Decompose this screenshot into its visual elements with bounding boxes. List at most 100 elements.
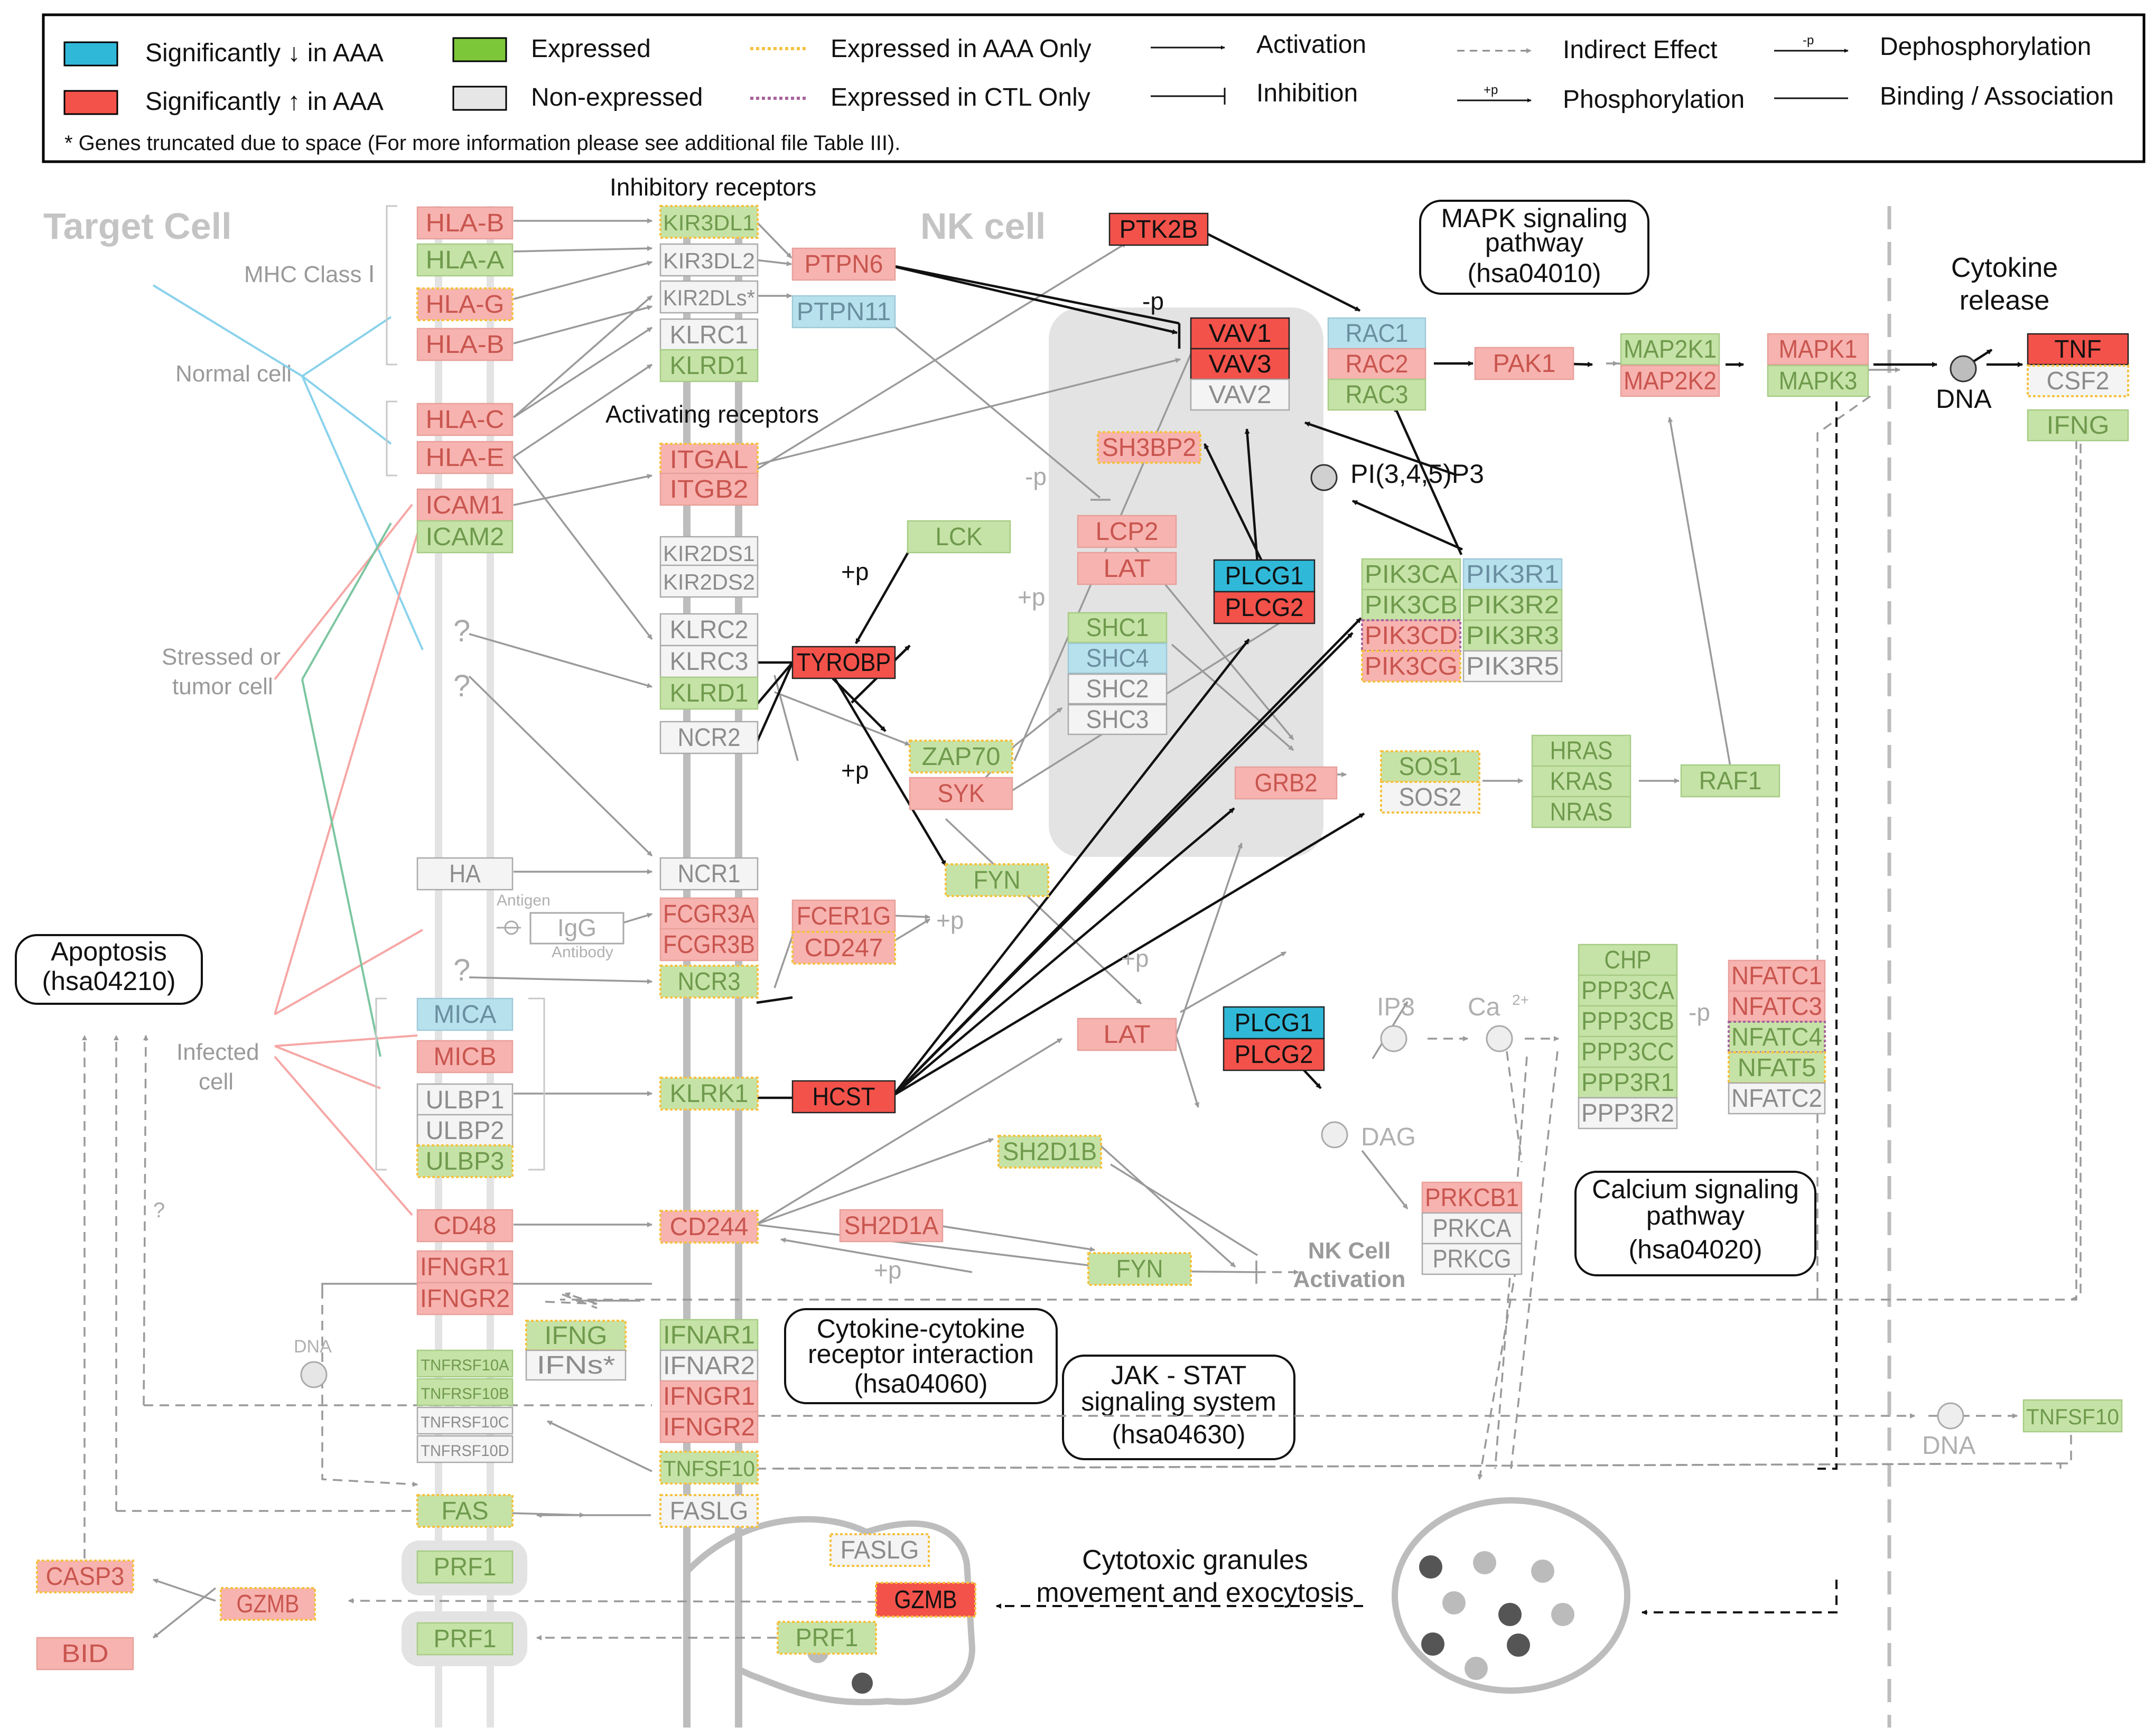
- gene-node-tnfrsf10d[interactable]: TNFRSF10D: [416, 1435, 514, 1463]
- gene-node-vav2[interactable]: VAV2: [1190, 378, 1290, 411]
- gene-node-sh2d1b[interactable]: SH2D1B: [997, 1135, 1102, 1169]
- gene-node-nfatc4[interactable]: NFATC4: [1728, 1021, 1826, 1053]
- gene-node-klrc3[interactable]: KLRC3: [659, 645, 759, 678]
- gene-node-sos2[interactable]: SOS2: [1380, 781, 1480, 814]
- gene-node-pik3cg[interactable]: PIK3CG: [1361, 650, 1461, 683]
- gene-node-ifngr2[interactable]: IFNGR2: [659, 1411, 759, 1443]
- gene-node-pik3r5[interactable]: PIK3R5: [1462, 650, 1563, 683]
- gene-node-ppp3r1[interactable]: PPP3R1: [1578, 1066, 1678, 1099]
- gene-node-prkca[interactable]: PRKCA: [1421, 1212, 1523, 1245]
- gene-node-tnfsf10[interactable]: TNFSF10: [2022, 1399, 2123, 1433]
- gene-node-hla-b[interactable]: HLA-B: [416, 206, 514, 240]
- mapk-pathway-box[interactable]: [1419, 200, 1649, 295]
- gene-node-itgb2[interactable]: ITGB2: [659, 472, 759, 506]
- gene-node-lck[interactable]: LCK: [907, 520, 1011, 554]
- gene-node-shc3[interactable]: SHC3: [1067, 704, 1168, 735]
- gene-node-fas[interactable]: FAS: [416, 1494, 514, 1528]
- gene-node-ifng[interactable]: IFNG: [525, 1320, 627, 1351]
- gene-node-ifngr2[interactable]: IFNGR2: [416, 1282, 514, 1315]
- gene-node-ncr3[interactable]: NCR3: [659, 965, 759, 998]
- gene-node-mapk3[interactable]: MAPK3: [1767, 365, 1869, 397]
- gene-node-klrc1[interactable]: KLRC1: [659, 318, 759, 352]
- gene-node-klrc2[interactable]: KLRC2: [659, 613, 759, 647]
- gene-node-shc1[interactable]: SHC1: [1067, 612, 1168, 643]
- gene-node-klrd1[interactable]: KLRD1: [659, 349, 759, 382]
- gene-node-klrk1[interactable]: KLRK1: [659, 1077, 759, 1110]
- gene-node-kir2dls-[interactable]: KIR2DLs*: [659, 280, 759, 314]
- gene-node-kir3dl2[interactable]: KIR3DL2: [659, 243, 759, 277]
- gene-node-ulbp3[interactable]: ULBP3: [416, 1144, 514, 1178]
- gene-node-ha[interactable]: HA: [416, 857, 514, 891]
- gene-node-nras[interactable]: NRAS: [1531, 796, 1631, 828]
- gene-node-lat[interactable]: LAT: [1077, 552, 1177, 585]
- gene-node-pak1[interactable]: PAK1: [1474, 347, 1574, 380]
- gene-node-plcg1[interactable]: PLCG1: [1223, 1006, 1325, 1040]
- gene-node-raf1[interactable]: RAF1: [1680, 764, 1780, 798]
- gene-node-fyn[interactable]: FYN: [945, 863, 1049, 897]
- gene-node-nfatc3[interactable]: NFATC3: [1728, 990, 1826, 1023]
- gene-node-pik3cd[interactable]: PIK3CD: [1361, 619, 1461, 652]
- gene-node-ncr2[interactable]: NCR2: [659, 721, 759, 754]
- gene-node-plcg2[interactable]: PLCG2: [1213, 591, 1316, 624]
- gene-node-grb2[interactable]: GRB2: [1234, 766, 1338, 800]
- gene-node-gzmb[interactable]: GZMB: [875, 1582, 976, 1618]
- gene-node-faslg[interactable]: FASLG: [829, 1533, 930, 1567]
- gene-node-icam2[interactable]: ICAM2: [416, 520, 514, 554]
- gene-node-syk[interactable]: SYK: [909, 777, 1013, 810]
- apoptosis-pathway-box[interactable]: [15, 934, 203, 1005]
- gene-node-fcer1g[interactable]: FCER1G: [791, 899, 896, 933]
- gene-node-map2k1[interactable]: MAP2K1: [1620, 333, 1720, 366]
- gene-node-fcgr3b[interactable]: FCGR3B: [659, 928, 759, 962]
- gene-node-cd48[interactable]: CD48: [416, 1209, 514, 1243]
- gene-node-sh3bp2[interactable]: SH3BP2: [1097, 431, 1201, 464]
- gene-node-prkcg[interactable]: PRKCG: [1421, 1243, 1523, 1275]
- gene-node-ppp3r2[interactable]: PPP3R2: [1578, 1097, 1678, 1130]
- gene-node-ifnar1[interactable]: IFNAR1: [659, 1319, 759, 1351]
- gene-node-prkcb1[interactable]: PRKCB1: [1421, 1181, 1523, 1214]
- gene-node-prf1[interactable]: PRF1: [416, 1622, 514, 1656]
- gene-node-plcg2[interactable]: PLCG2: [1223, 1038, 1325, 1071]
- gene-node-micb[interactable]: MICB: [416, 1040, 514, 1074]
- gene-node-klrd1[interactable]: KLRD1: [659, 676, 759, 710]
- gene-node-hcst[interactable]: HCST: [791, 1080, 896, 1114]
- gene-node-shc4[interactable]: SHC4: [1067, 642, 1168, 674]
- gene-node-tnfrsf10a[interactable]: TNFRSF10A: [416, 1349, 514, 1378]
- gene-node-kir2ds1[interactable]: KIR2DS1: [659, 536, 759, 570]
- gene-node-ppp3cc[interactable]: PPP3CC: [1578, 1035, 1678, 1068]
- gene-node-pik3ca[interactable]: PIK3CA: [1361, 558, 1461, 591]
- gene-node-map2k2[interactable]: MAP2K2: [1620, 365, 1720, 397]
- gene-node-ppp3ca[interactable]: PPP3CA: [1578, 974, 1678, 1007]
- gene-node-lat[interactable]: LAT: [1077, 1018, 1177, 1051]
- gene-node-rac3[interactable]: RAC3: [1327, 378, 1426, 411]
- gene-node-cd244[interactable]: CD244: [659, 1210, 759, 1244]
- gene-node-tnfsf10[interactable]: TNFSF10: [659, 1451, 759, 1485]
- gene-node-hla-e[interactable]: HLA-E: [416, 441, 514, 474]
- gene-node-ulbp2[interactable]: ULBP2: [416, 1114, 514, 1147]
- gene-node-nfat5[interactable]: NFAT5: [1728, 1051, 1826, 1084]
- gene-node-mapk1[interactable]: MAPK1: [1767, 333, 1869, 366]
- gene-node-ifng[interactable]: IFNG: [2027, 409, 2129, 442]
- cytokine-pathway-box[interactable]: [784, 1308, 1058, 1404]
- gene-node-cd247[interactable]: CD247: [791, 931, 896, 965]
- gene-node-tnfrsf10b[interactable]: TNFRSF10B: [416, 1378, 514, 1406]
- gene-node-prf1[interactable]: PRF1: [416, 1550, 514, 1584]
- gene-node-ifngr1[interactable]: IFNGR1: [416, 1250, 514, 1284]
- gene-node-ulbp1[interactable]: ULBP1: [416, 1083, 514, 1117]
- calcium-pathway-box[interactable]: [1574, 1171, 1816, 1276]
- gene-node-plcg1[interactable]: PLCG1: [1213, 559, 1316, 593]
- gene-node-itgal[interactable]: ITGAL: [659, 443, 759, 477]
- gene-node-tnf[interactable]: TNF: [2027, 333, 2129, 366]
- gene-node-fyn[interactable]: FYN: [1087, 1252, 1192, 1286]
- gene-node-csf2[interactable]: CSF2: [2027, 365, 2129, 397]
- jak-stat-pathway-box[interactable]: [1062, 1355, 1295, 1460]
- gene-node-rac1[interactable]: RAC1: [1327, 317, 1426, 350]
- gene-node-hla-c[interactable]: HLA-C: [416, 403, 514, 436]
- gene-node-sos1[interactable]: SOS1: [1380, 750, 1480, 783]
- gene-node-ptk2b[interactable]: PTK2B: [1108, 212, 1209, 246]
- gene-node-rac2[interactable]: RAC2: [1327, 348, 1426, 380]
- gene-node-icam1[interactable]: ICAM1: [416, 488, 514, 522]
- gene-node-chp[interactable]: CHP: [1578, 944, 1678, 976]
- gene-node-prf1[interactable]: PRF1: [777, 1621, 877, 1655]
- gene-node-nfatc1[interactable]: NFATC1: [1728, 959, 1826, 992]
- gene-node-hla-g[interactable]: HLA-G: [416, 287, 514, 321]
